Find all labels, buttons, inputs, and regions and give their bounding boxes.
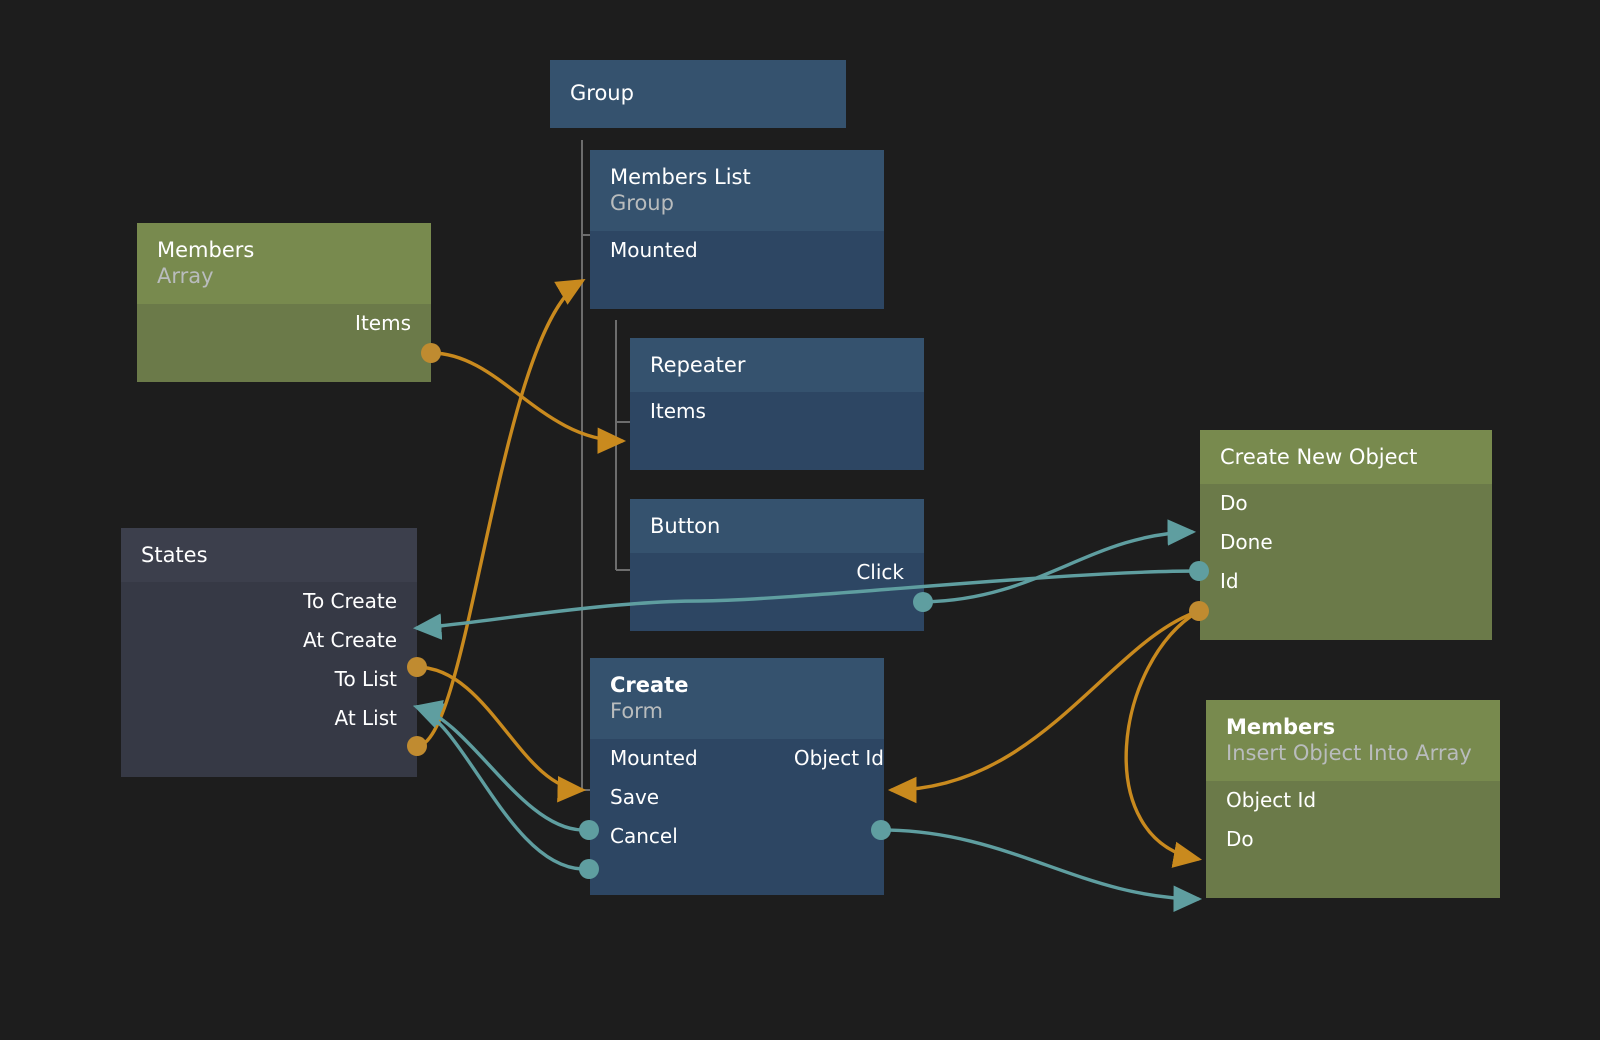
port-spacer [590,856,884,895]
wire-at-create-to-create-mounted [415,665,587,803]
node-repeater-body: Items [630,392,924,471]
node-group-title: Group [570,81,634,105]
node-button-body: Click [630,553,924,632]
port-repeater-items[interactable]: Items [650,399,706,424]
wire-save-to-to-list [413,699,584,832]
port-button-click[interactable]: Click [856,560,904,585]
node-create-body: Mounted Object Id Save Cancel [590,738,884,895]
port-create-cancel[interactable]: Cancel [610,823,678,848]
port-states-to-create[interactable]: To Create [303,589,397,614]
node-create-title: Create [610,673,689,697]
node-group[interactable]: Group [550,60,846,129]
node-states-title: States [141,543,208,567]
node-create-form[interactable]: Create Form Mounted Object Id Save Cance… [590,658,884,895]
port-create-save[interactable]: Save [610,784,660,809]
node-members-array-subtitle: Array [157,264,214,289]
port-spacer [1206,859,1500,898]
port-create-mounted[interactable]: Mounted [610,745,698,770]
node-members-array-header: Members Array [137,223,431,304]
node-states-header: States [121,528,417,583]
port-states-at-list[interactable]: At List [334,706,398,731]
node-repeater-header: Repeater [630,338,924,393]
port-spacer [1200,601,1492,640]
node-create-header: Create Form [590,658,884,739]
node-states-body: To Create At Create To List At List [121,582,417,778]
port-members-insert-object-id[interactable]: Object Id [1226,787,1317,812]
port-create-object-id[interactable]: Object Id [793,745,884,770]
port-create-new-object-done[interactable]: Done [1220,530,1273,555]
node-members-insert-title: Members [1226,715,1336,739]
node-members-list-subtitle: Group [610,191,674,216]
node-create-new-object[interactable]: Create New Object Do Done Id [1200,430,1492,641]
node-members-list-title: Members List [610,165,751,189]
node-members-insert-body: Object Id Do [1206,780,1500,898]
port-members-array-items[interactable]: Items [355,310,411,335]
port-create-new-object-do[interactable]: Do [1220,491,1248,516]
port-create-new-object-id[interactable]: Id [1220,569,1239,594]
wire-cancel-to-to-list [413,703,584,871]
wire-click-to-create-new-object-do [921,519,1197,604]
node-members-list[interactable]: Members List Group Mounted [590,150,884,309]
node-create-new-object-title: Create New Object [1220,445,1418,469]
node-repeater-title: Repeater [650,353,746,377]
port-spacer [137,343,431,382]
node-members-insert-object-into-array[interactable]: Members Insert Object Into Array Object … [1206,700,1500,898]
port-members-list-mounted[interactable]: Mounted [610,237,698,262]
node-button[interactable]: Button Click [630,499,924,632]
port-spacer [121,738,417,777]
port-members-insert-do[interactable]: Do [1226,826,1254,851]
port-states-at-create[interactable]: At Create [303,628,397,653]
node-create-subtitle: Form [610,699,663,724]
wire-members-items-to-repeater-items [429,351,627,454]
node-button-title: Button [650,514,721,538]
wire-create-out-to-members-insert-do [879,828,1203,913]
node-members-list-body: Mounted [590,230,884,309]
port-spacer [630,592,924,631]
node-states[interactable]: States To Create At Create To List At Li… [121,528,417,778]
node-create-new-object-body: Do Done Id [1200,484,1492,641]
node-repeater[interactable]: Repeater Items [630,338,924,471]
node-members-array-body: Items [137,303,431,382]
node-create-new-object-header: Create New Object [1200,430,1492,485]
node-group-header: Group [550,60,846,129]
wire-id-to-create-object-id [887,609,1201,804]
node-members-array-title: Members [157,238,255,262]
node-members-list-header: Members List Group [590,150,884,231]
wire-id-to-members-insert-object-id [1124,609,1203,868]
node-members-insert-subtitle: Insert Object Into Array [1226,741,1472,766]
node-members-array[interactable]: Members Array Items [137,223,431,382]
port-states-to-list[interactable]: To List [334,667,397,692]
wire-at-list-to-members-list-mounted [415,278,586,748]
port-spacer [630,431,924,470]
port-spacer [590,270,884,309]
node-button-header: Button [630,499,924,554]
node-members-insert-header: Members Insert Object Into Array [1206,700,1500,781]
